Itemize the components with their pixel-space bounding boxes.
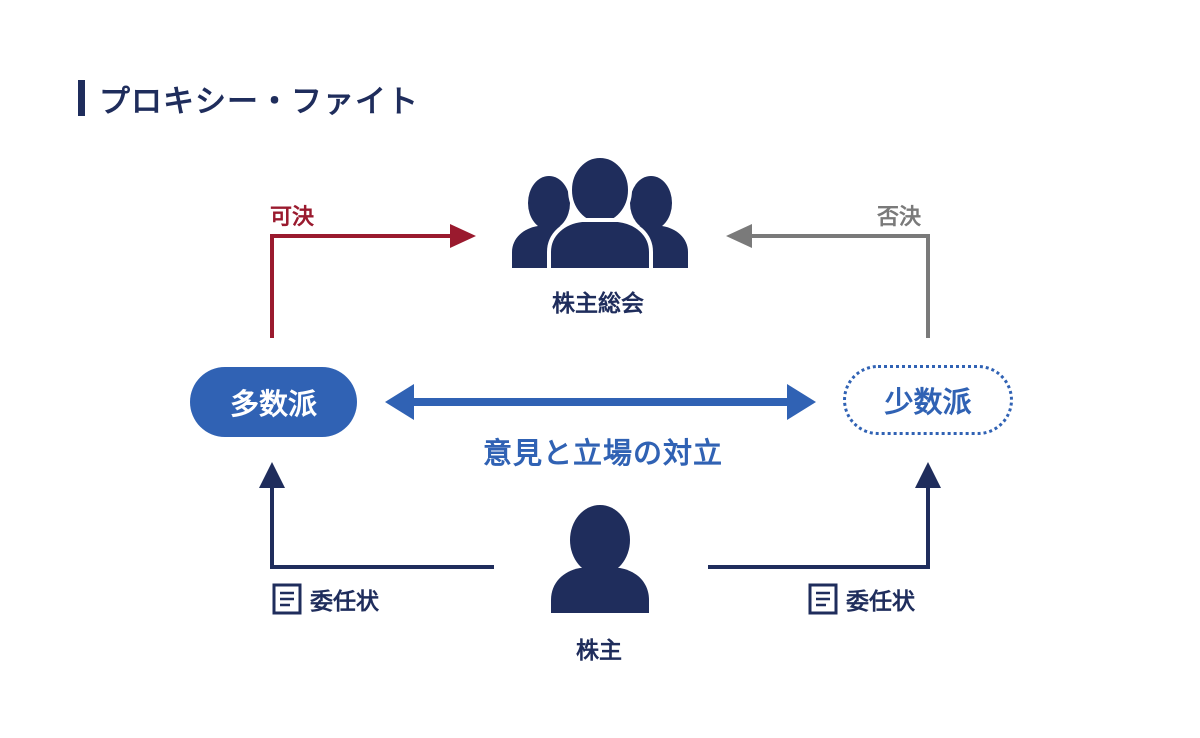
conflict-double-arrow: [385, 384, 816, 420]
approve-label: 可決: [270, 205, 315, 230]
minority-label: 少数派: [884, 385, 972, 419]
majority-label: 多数派: [229, 387, 317, 421]
reject-arrow: [726, 224, 930, 338]
proxy-label-right: 委任状: [808, 582, 915, 616]
meeting-label: 株主総会: [552, 291, 644, 317]
shareholder-label: 株主: [576, 638, 622, 664]
proxy-left-text: 委任状: [310, 589, 379, 615]
document-icon: [272, 583, 302, 615]
majority-node: 多数派: [190, 367, 357, 437]
proxy-arrow-left: [259, 462, 494, 569]
page-title: プロキシー・ファイト: [78, 79, 419, 120]
person-icon: [551, 505, 649, 613]
document-icon: [808, 583, 838, 615]
title-accent-bar: [78, 80, 85, 116]
group-of-people-icon: [512, 154, 688, 272]
proxy-label-left: 委任状: [272, 582, 379, 616]
proxy-arrow-right: [708, 462, 941, 569]
title-text: プロキシー・ファイト: [99, 83, 419, 120]
proxy-right-text: 委任状: [846, 589, 915, 615]
conflict-label: 意見と立場の対立: [483, 436, 724, 470]
approve-arrow: [270, 224, 476, 338]
reject-label: 否決: [877, 205, 922, 230]
minority-node: 少数派: [843, 365, 1013, 435]
